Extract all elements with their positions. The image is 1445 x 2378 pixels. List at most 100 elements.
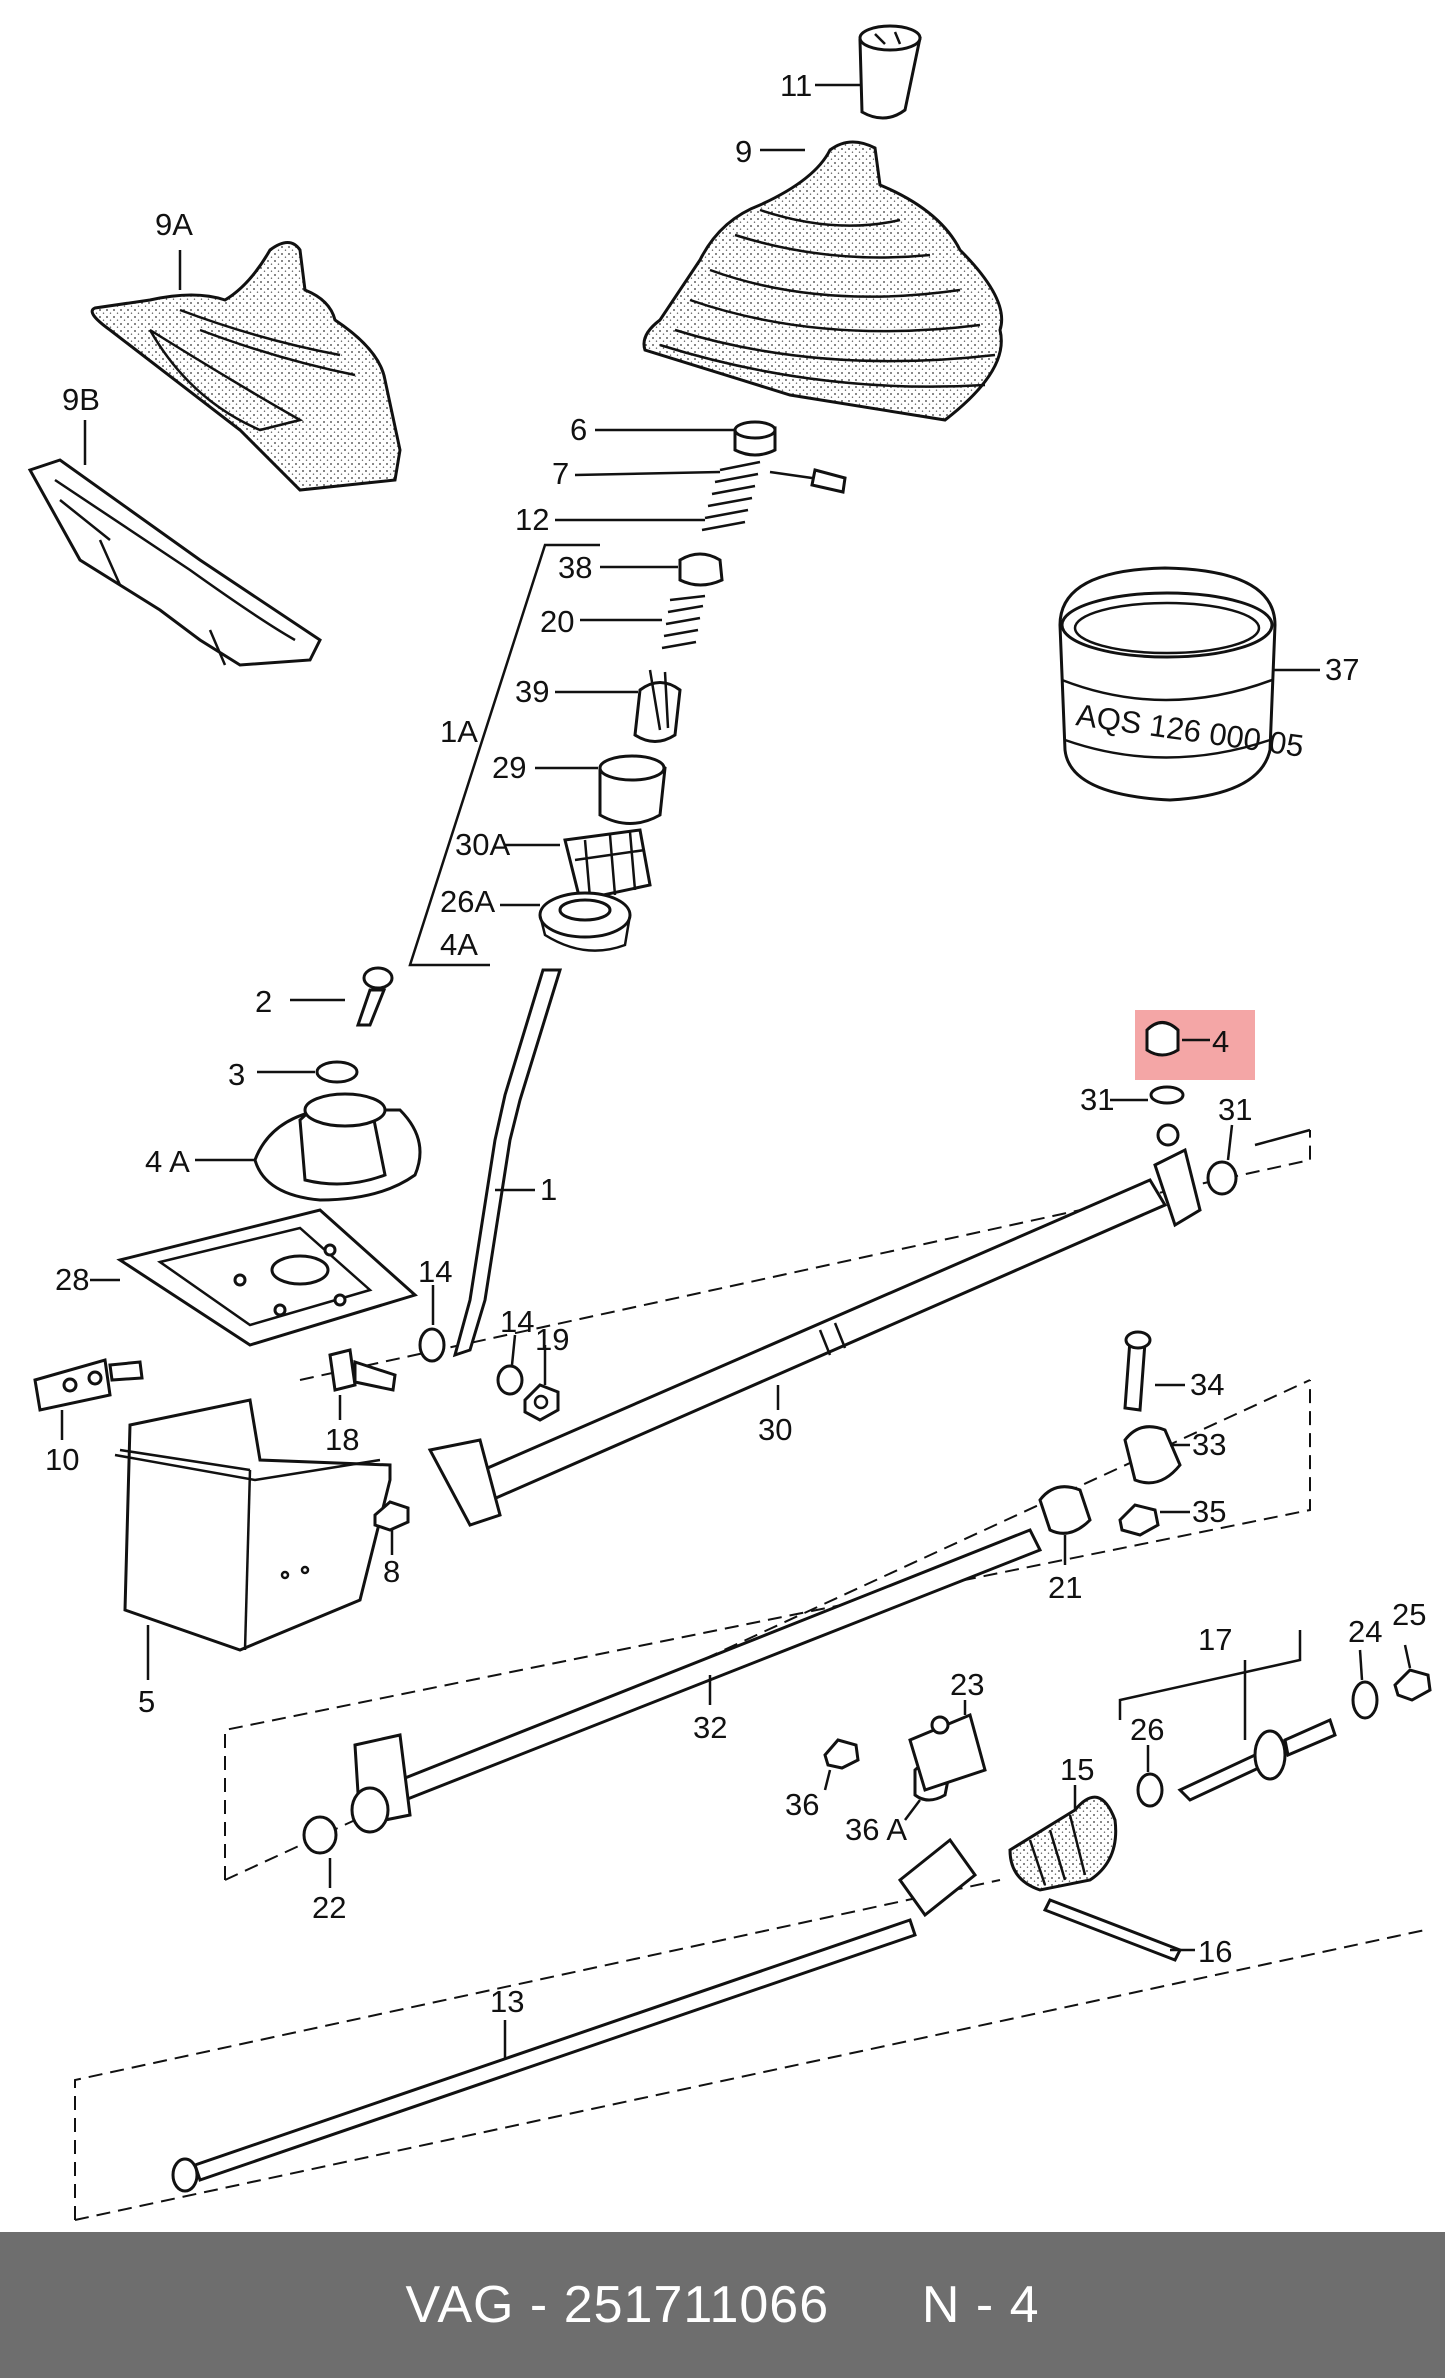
shift-rod-13 — [171, 1837, 978, 2193]
part-38 — [678, 552, 724, 587]
gear-knob-11 — [858, 24, 922, 120]
label-7: 7 — [552, 456, 569, 491]
label-8: 8 — [383, 1554, 400, 1589]
label-30: 30 — [758, 1412, 792, 1447]
label-22: 22 — [312, 1890, 346, 1925]
ball-stud — [1156, 1123, 1180, 1147]
filter-37: AQS 126 000 05 — [1058, 566, 1306, 802]
part-30a — [563, 828, 652, 902]
bracket-10 — [33, 1358, 144, 1412]
label-29: 29 — [492, 750, 526, 785]
ring-26a — [538, 891, 632, 952]
part-39 — [633, 669, 682, 743]
spring-20 — [661, 594, 706, 650]
label-4: 4 — [1212, 1024, 1229, 1059]
label-17: 17 — [1198, 1622, 1232, 1657]
label-13: 13 — [490, 1984, 524, 2019]
part-29 — [598, 754, 667, 825]
label-36: 36 — [785, 1787, 819, 1822]
clip-33 — [1123, 1425, 1182, 1485]
bolt-34 — [1123, 1330, 1152, 1412]
label-25: 25 — [1392, 1597, 1426, 1632]
cover-4a — [253, 1092, 422, 1202]
nut-25 — [1393, 1668, 1432, 1702]
nut-35 — [1118, 1503, 1160, 1537]
shift-boot-9a — [90, 241, 402, 492]
label-12: 12 — [515, 502, 549, 537]
bushing-26 — [1136, 1772, 1164, 1808]
nut-36 — [823, 1738, 860, 1770]
label-16: 16 — [1198, 1934, 1232, 1969]
bolt-2 — [355, 966, 394, 1027]
bracket-13-frame — [74, 1879, 1001, 2220]
bracket-23 — [908, 1712, 987, 1792]
label-5: 5 — [138, 1684, 155, 1719]
label-32: 32 — [693, 1710, 727, 1745]
bushing-22 — [302, 1815, 338, 1855]
parts-diagram: AQS 126 000 05 — [27, 24, 1432, 2221]
label-37: 37 — [1325, 652, 1359, 687]
bushing-21 — [1038, 1485, 1092, 1535]
label-11: 11 — [780, 68, 812, 103]
label-2: 2 — [255, 984, 272, 1019]
bolt-18 — [328, 1348, 397, 1392]
bushing-14b — [496, 1364, 524, 1396]
part-6 — [733, 420, 777, 457]
label-39: 39 — [515, 674, 549, 709]
pin-17 — [1177, 1717, 1337, 1802]
label-31a: 31 — [1080, 1082, 1114, 1117]
bracket-13-bottom — [74, 1929, 1426, 2221]
housing-5 — [114, 1398, 392, 1652]
label-4a: 4 A — [145, 1144, 190, 1179]
label-31b: 31 — [1218, 1092, 1252, 1127]
label-9: 9 — [735, 134, 752, 169]
bushing-14a — [418, 1327, 446, 1363]
pin-7 — [810, 468, 847, 494]
label-28: 28 — [55, 1262, 89, 1297]
label-9a: 9A — [155, 207, 193, 242]
plate-28 — [116, 1208, 418, 1347]
label-34: 34 — [1190, 1367, 1224, 1402]
label-15: 15 — [1060, 1752, 1094, 1787]
label-26a: 26A — [440, 884, 495, 919]
bracket-17 — [1118, 1630, 1302, 1720]
label-6: 6 — [570, 412, 587, 447]
shift-boot-9 — [642, 140, 1004, 422]
label-33: 33 — [1192, 1427, 1226, 1462]
label-9b: 9B — [62, 382, 100, 417]
label-21: 21 — [1048, 1570, 1082, 1605]
label-10: 10 — [45, 1442, 79, 1477]
label-36a: 36 A — [845, 1812, 907, 1847]
bracket-30-tip — [1254, 1128, 1311, 1147]
footer-brand: VAG — [405, 2276, 515, 2334]
washer-31a — [1149, 1085, 1185, 1105]
label-23: 23 — [950, 1667, 984, 1702]
shift-lever-1 — [452, 968, 563, 1358]
washer-3 — [315, 1060, 359, 1084]
label-4a-group: 4A — [440, 927, 478, 962]
frame-9b — [27, 458, 322, 667]
label-18: 18 — [325, 1422, 359, 1457]
label-3: 3 — [228, 1057, 245, 1092]
label-19: 19 — [535, 1322, 569, 1357]
footer-separator: - — [529, 2276, 549, 2334]
bracket-1a — [408, 543, 600, 967]
spring-7-12 — [701, 460, 761, 532]
label-14a: 14 — [418, 1254, 452, 1289]
label-1: 1 — [540, 1172, 557, 1207]
label-26: 26 — [1130, 1712, 1164, 1747]
boot-15 — [1008, 1795, 1118, 1892]
shift-rod-32 — [350, 1528, 1043, 1834]
footer-part-number: 251711066 — [563, 2276, 830, 2334]
label-30a: 30A — [455, 827, 510, 862]
label-38: 38 — [558, 550, 592, 585]
part-number-footer: VAG - 251711066 N - 4 — [0, 2232, 1445, 2378]
washer-31b — [1206, 1160, 1238, 1196]
washer-24 — [1351, 1680, 1379, 1720]
label-35: 35 — [1192, 1494, 1226, 1529]
label-24: 24 — [1348, 1614, 1382, 1649]
label-14b: 14 — [500, 1304, 534, 1339]
bracket-32-frame — [224, 1380, 1311, 1880]
shift-rod-30 — [427, 1147, 1202, 1527]
label-1a: 1A — [440, 714, 478, 749]
